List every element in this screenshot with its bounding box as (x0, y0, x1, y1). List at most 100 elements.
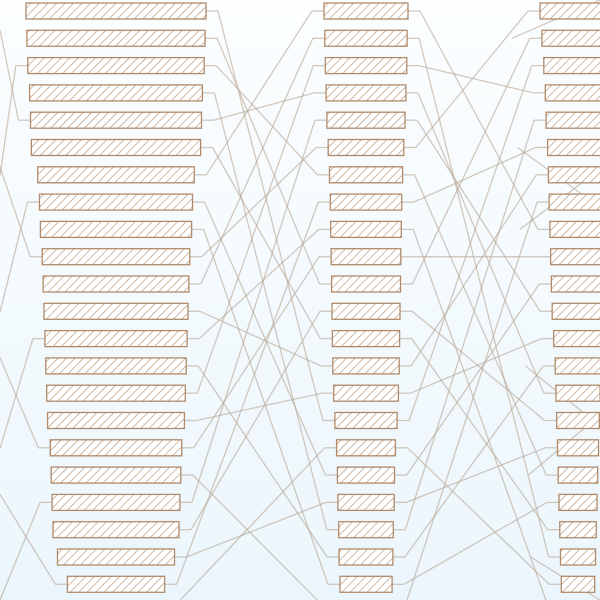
offscreen-left-link (0, 357, 39, 449)
hatched-bar (38, 193, 194, 211)
hatched-bar (42, 275, 190, 293)
hatched-bar (43, 302, 189, 320)
col2-col3-link (412, 229, 547, 600)
hatched-bar (543, 56, 600, 75)
col2-col3-link (410, 337, 542, 394)
col2-col3-link (418, 64, 534, 94)
col1-col2-link (213, 92, 315, 121)
col2-col3-link (405, 447, 546, 504)
hatched-bar (541, 29, 600, 47)
col2-col3-link (411, 310, 546, 422)
hatched-bar (557, 466, 599, 484)
col1-col2-link (175, 201, 319, 585)
hatched-bar (545, 111, 600, 129)
hatched-bar (558, 493, 598, 512)
col2-col3-link (404, 365, 544, 558)
column-1 (25, 2, 207, 593)
col1-col2-link (198, 228, 320, 340)
offscreen-left-link (0, 30, 20, 121)
hatched-bar (27, 56, 205, 75)
col2-col3-link (404, 120, 535, 530)
offscreen-left-link (0, 338, 34, 449)
hatched-bar (37, 166, 195, 184)
col1-col2-link (193, 256, 320, 449)
hatched-bar (554, 357, 600, 375)
hatched-bar (548, 193, 600, 211)
hatched-bar (46, 384, 186, 402)
offscreen-left-link (0, 201, 29, 313)
hatched-bar (337, 493, 395, 512)
col1-col2-link (213, 92, 328, 530)
col2-col3-link (406, 201, 538, 600)
offscreen-left-link (0, 65, 17, 176)
col1-col2-link (196, 65, 314, 394)
col2-col3-link (413, 174, 547, 476)
hatched-bar (45, 357, 187, 375)
hatched-bar (49, 439, 183, 457)
col1-col2-link (197, 365, 328, 558)
hatched-bar (330, 220, 402, 239)
hatched-bar (553, 329, 600, 348)
hatched-bar (326, 111, 406, 129)
col2-col3-link (403, 501, 548, 585)
hatched-bar (560, 575, 596, 593)
col2-col3-link (406, 447, 550, 585)
col2-col3-link (411, 38, 531, 285)
hatched-bar (336, 466, 396, 484)
hatched-bar (324, 56, 408, 75)
hatched-bar (56, 548, 176, 566)
col2-col3-link (408, 65, 533, 421)
hatched-bar (329, 193, 403, 211)
hatched-bar (335, 439, 397, 457)
offscreen-left-link (0, 502, 41, 600)
hatched-bar (331, 302, 401, 320)
col2-col3-link (419, 10, 539, 230)
hatched-bar (30, 138, 202, 157)
col1-col2-link (217, 10, 324, 421)
offscreen-left-link (0, 166, 31, 257)
hatched-bar (334, 411, 398, 430)
hatched-bar (328, 166, 404, 184)
hatched-bar (46, 411, 186, 430)
col2-col3-link (416, 119, 541, 312)
hatched-bar (39, 220, 193, 239)
hatched-bar (25, 2, 207, 20)
hatched-bar (332, 357, 400, 375)
hatched-bar (28, 84, 204, 102)
hatched-bar (41, 248, 191, 266)
column-3 (539, 2, 600, 593)
hatched-bar (323, 2, 409, 20)
hatched-bar (330, 248, 402, 266)
col1-col2-link (192, 474, 319, 600)
hatched-bar (333, 384, 400, 402)
hatched-bar (551, 302, 600, 320)
col1-col2-link (205, 10, 313, 176)
col2-col3-link (417, 92, 545, 394)
hatched-bar (544, 84, 600, 102)
hatched-bar (556, 411, 600, 430)
hatched-bar (66, 575, 166, 593)
hatched-bar (556, 439, 600, 457)
hatched-bar (339, 575, 393, 593)
col1-col2-link (196, 392, 322, 422)
col2-col3-link (413, 146, 536, 203)
hatched-bar (324, 29, 408, 47)
hatched-bar (559, 521, 597, 539)
hatched-bar (51, 493, 181, 512)
hatched-bar (44, 329, 188, 348)
hatched-bar (330, 275, 402, 293)
col1-col2-link (202, 229, 329, 585)
col2-col3-link (410, 174, 537, 367)
hatched-bar (547, 166, 600, 184)
hatched-bar (338, 521, 394, 539)
hatched-bar (29, 111, 203, 129)
hatched-bar (549, 248, 600, 266)
col1-col2-link (191, 120, 316, 503)
hatched-bar (338, 548, 394, 566)
bar-columns (25, 2, 600, 593)
hatched-bar (549, 220, 600, 239)
col2-col3-link (418, 38, 550, 558)
